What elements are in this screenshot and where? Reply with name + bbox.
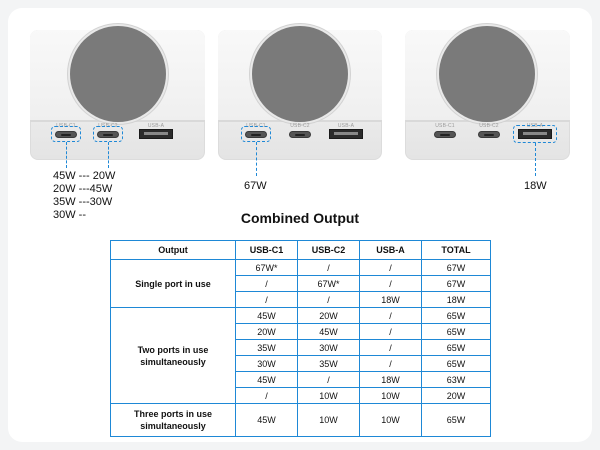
usb-c1-port xyxy=(55,131,77,138)
table-row: Single port in use 67W* / / 67W xyxy=(110,259,491,308)
table-cell: 18W xyxy=(421,291,491,308)
header-usb-c1: USB-C1 xyxy=(235,240,298,260)
table-cell: / xyxy=(359,323,422,340)
group-label-three: Three ports in use simultaneously xyxy=(110,403,236,437)
highlight-usb-a xyxy=(513,125,557,143)
table-cell: 20W xyxy=(421,387,491,404)
table-row: / 10W 10W 20W xyxy=(111,387,491,404)
usb-c1-port xyxy=(245,131,267,138)
wireless-charging-pad xyxy=(439,26,535,122)
header-usb-a: USB-A xyxy=(359,240,422,260)
table-cell: 65W xyxy=(421,403,491,437)
table-cell: 45W xyxy=(235,307,298,324)
usb-a-port xyxy=(139,129,173,139)
usb-c2-port xyxy=(289,131,311,138)
combined-output-table: Output USB-C1 USB-C2 USB-A TOTAL Single … xyxy=(110,240,491,437)
table-row: 20W 45W / 65W xyxy=(111,323,491,340)
charger-device-1: USB-C1 USB-C2 USB-A xyxy=(30,26,205,160)
table-cell: 67W* xyxy=(297,275,360,292)
connector-line-c1 xyxy=(256,142,257,176)
table-row: Three ports in use simultaneously 45W 10… xyxy=(110,403,491,437)
charger-device-3: USB-C1 USB-C2 USB-A xyxy=(405,26,570,160)
table-cell: 65W xyxy=(421,307,491,324)
callout-line-2: 20W ---45W xyxy=(53,183,113,195)
table-header-row: Output USB-C1 USB-C2 USB-A TOTAL xyxy=(110,240,491,260)
table-cell: 45W xyxy=(235,371,298,388)
highlight-usb-c2 xyxy=(93,126,123,142)
table-cell: 10W xyxy=(297,403,360,437)
port-label-usb-c2: USB-C2 xyxy=(290,123,310,129)
header-total: TOTAL xyxy=(421,240,491,260)
table-cell: / xyxy=(359,339,422,356)
table-row: / / 18W 18W xyxy=(111,291,491,308)
table-cell: 30W xyxy=(235,355,298,372)
port-label-usb-a: USB-A xyxy=(147,123,165,129)
callout-middle: 67W xyxy=(244,180,267,192)
usb-c1-port xyxy=(434,131,456,138)
table-cell: / xyxy=(359,307,422,324)
table-cell: 10W xyxy=(297,387,360,404)
wireless-charging-pad xyxy=(252,26,348,122)
table-cell: 20W xyxy=(297,307,360,324)
port-label-usb-a: USB-A xyxy=(526,123,544,129)
table-cell: 10W xyxy=(359,387,422,404)
table-row: Two ports in use simultaneously 45W 20W … xyxy=(110,307,491,404)
table-cell: 20W xyxy=(235,323,298,340)
table-cell: / xyxy=(297,259,360,276)
table-cell: / xyxy=(297,291,360,308)
table-cell: 35W xyxy=(297,355,360,372)
table-cell: 10W xyxy=(359,403,422,437)
usb-a-port xyxy=(329,129,363,139)
port-label-usb-c2: USB-C2 xyxy=(479,123,499,129)
highlight-usb-c1 xyxy=(241,126,271,142)
table-cell: 45W xyxy=(297,323,360,340)
table-cell: 67W xyxy=(421,275,491,292)
table-cell: 65W xyxy=(421,339,491,356)
table-cell: / xyxy=(359,259,422,276)
connector-line-a xyxy=(535,143,536,176)
table-cell: 65W xyxy=(421,355,491,372)
connector-line-c1 xyxy=(66,142,67,168)
highlight-usb-c1 xyxy=(51,126,81,142)
table-cell: / xyxy=(235,275,298,292)
table-cell: 63W xyxy=(421,371,491,388)
table-cell: 35W xyxy=(235,339,298,356)
header-output: Output xyxy=(110,240,236,260)
table-cell: 18W xyxy=(359,291,422,308)
table-cell: 30W xyxy=(297,339,360,356)
callout-right: 18W xyxy=(524,180,547,192)
usb-a-port xyxy=(518,129,552,139)
usb-c2-port xyxy=(478,131,500,138)
table-cell: 67W* xyxy=(235,259,298,276)
callout-line-4: 30W -- xyxy=(53,209,86,221)
table-cell: 65W xyxy=(421,323,491,340)
usb-c2-port xyxy=(97,131,119,138)
port-label-usb-a: USB-A xyxy=(337,123,355,129)
table-title: Combined Output xyxy=(240,210,360,226)
callout-line-3: 35W ---30W xyxy=(53,196,113,208)
header-usb-c2: USB-C2 xyxy=(297,240,360,260)
callout-line-1: 45W --- 20W xyxy=(53,170,116,182)
table-cell: 45W xyxy=(235,403,298,437)
table-row: 45W / 18W 63W xyxy=(111,371,491,388)
port-label-usb-c1: USB-C1 xyxy=(435,123,455,129)
table-cell: 18W xyxy=(359,371,422,388)
table-cell: 67W xyxy=(421,259,491,276)
connector-line-c2 xyxy=(108,142,109,168)
table-cell: / xyxy=(359,275,422,292)
group-label-two: Two ports in use simultaneously xyxy=(110,307,236,404)
wireless-charging-pad xyxy=(70,26,166,122)
table-cell: / xyxy=(235,387,298,404)
group-label-single: Single port in use xyxy=(110,259,236,308)
charger-device-2: USB-C1 USB-C2 USB-A xyxy=(218,26,382,160)
table-row: / 67W* / 67W xyxy=(111,275,491,292)
table-cell: / xyxy=(359,355,422,372)
table-cell: / xyxy=(297,371,360,388)
table-row: 30W 35W / 65W xyxy=(111,355,491,372)
table-row: 35W 30W / 65W xyxy=(111,339,491,356)
table-cell: / xyxy=(235,291,298,308)
